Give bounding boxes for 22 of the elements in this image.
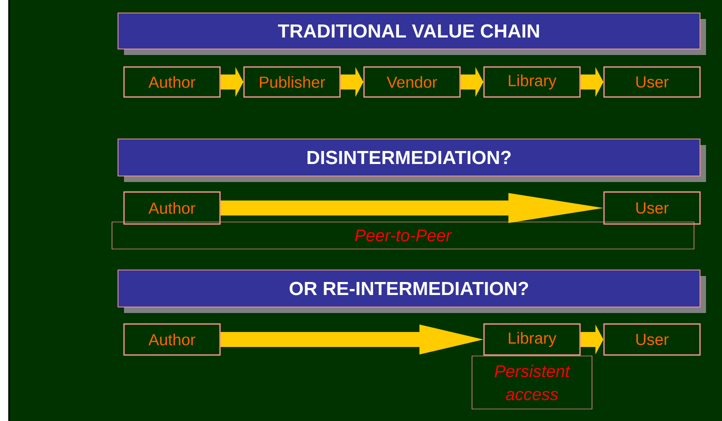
chain-box: User bbox=[603, 323, 701, 356]
chain-box: Author bbox=[123, 323, 221, 356]
block-arrow bbox=[580, 324, 604, 354]
chain-box: Publisher bbox=[243, 66, 341, 98]
block-arrow bbox=[220, 324, 484, 354]
chain-box: Author bbox=[123, 66, 221, 98]
chain-box: Library bbox=[483, 323, 581, 356]
title-banner: TRADITIONAL VALUE CHAIN bbox=[118, 12, 706, 55]
block-arrow bbox=[220, 193, 604, 223]
chain-box: Author bbox=[123, 191, 221, 225]
chain-box: Library bbox=[483, 66, 581, 98]
note-box: Persistent access bbox=[472, 356, 592, 410]
title-banner: DISINTERMEDIATION? bbox=[118, 138, 706, 182]
chain-box: User bbox=[603, 66, 701, 98]
chain-box: Vendor bbox=[363, 66, 461, 98]
chain-box: User bbox=[603, 191, 701, 225]
block-arrow bbox=[220, 67, 244, 97]
block-arrow bbox=[340, 67, 364, 97]
block-arrow bbox=[460, 67, 484, 97]
block-arrow bbox=[580, 67, 604, 97]
note-box: Peer-to-Peer bbox=[112, 222, 694, 250]
title-banner: OR RE-INTERMEDIATION? bbox=[118, 270, 706, 313]
